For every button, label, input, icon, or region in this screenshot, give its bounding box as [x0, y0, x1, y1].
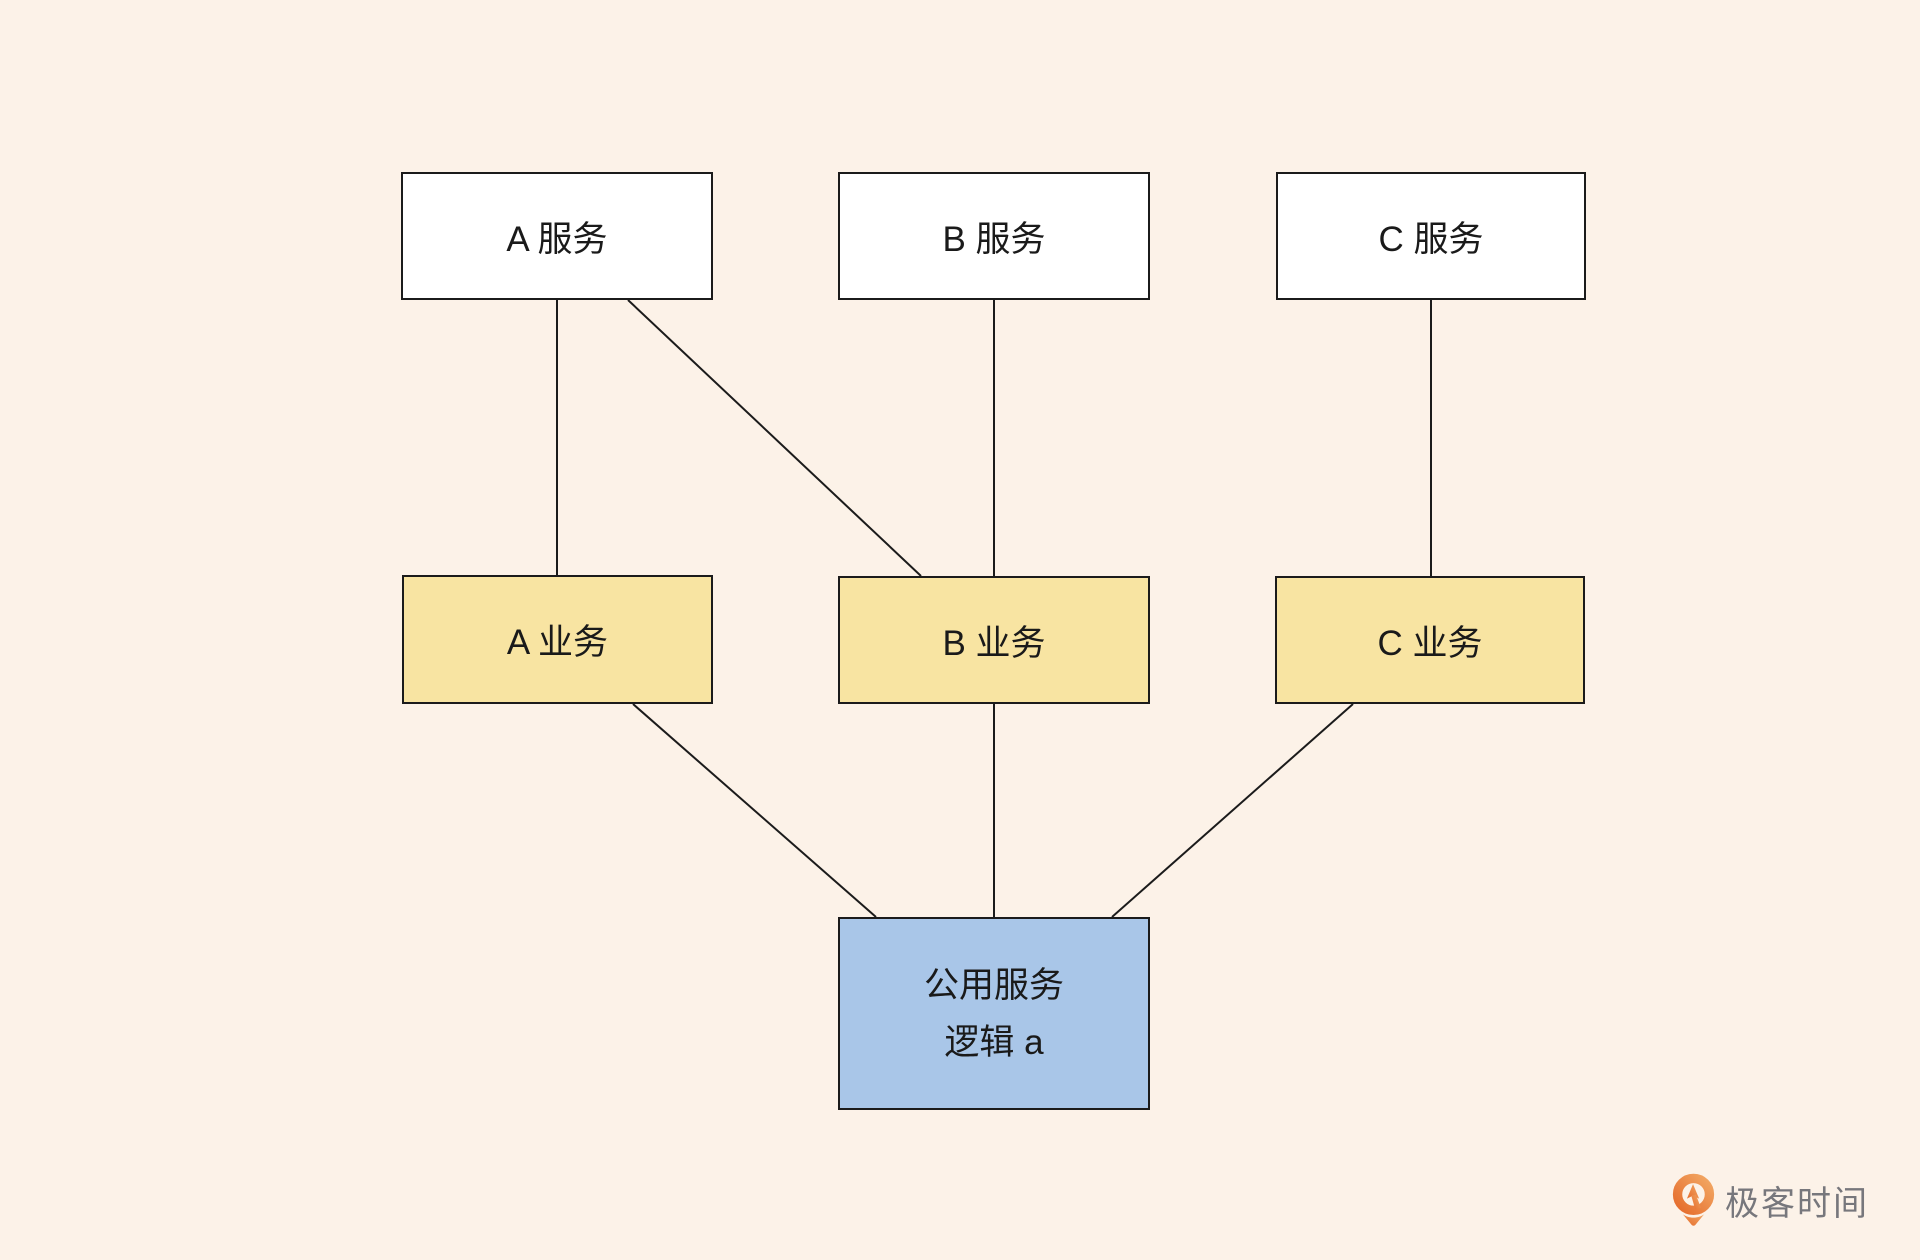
node-business-b: B 业务 [838, 576, 1150, 704]
common-label-line2: 逻辑 a [944, 1022, 1044, 1062]
node-service-c-label: C 服务 [1378, 219, 1484, 259]
node-business-a-label: A 业务 [506, 623, 609, 662]
edge-biz-a-to-common [632, 703, 877, 918]
edge-service-a-to-biz-b [627, 299, 922, 577]
node-business-b-label: B 业务 [942, 623, 1046, 663]
node-business-c-label: C 业务 [1377, 623, 1483, 663]
node-service-b-label: B 服务 [942, 219, 1046, 259]
geektime-logo-text: 极客时间 [1725, 1184, 1869, 1223]
node-service-a: A 服务 [401, 172, 713, 300]
node-business-a: A 业务 [402, 575, 713, 704]
node-service-c: C 服务 [1276, 172, 1586, 300]
node-common-service-logic: 公用服务 逻辑 a [838, 917, 1150, 1110]
node-service-b: B 服务 [838, 172, 1150, 300]
geektime-logo-icon [1672, 1173, 1715, 1226]
geektime-watermark: 极客时间 [1671, 1173, 1869, 1227]
common-label-line1: 公用服务 [923, 965, 1064, 1005]
node-common-service-logic-label: 公用服务 逻辑 a [924, 957, 1064, 1071]
edge-biz-c-to-common [1111, 703, 1354, 918]
node-business-c: C 业务 [1275, 576, 1585, 704]
node-service-a-label: A 服务 [506, 219, 608, 259]
